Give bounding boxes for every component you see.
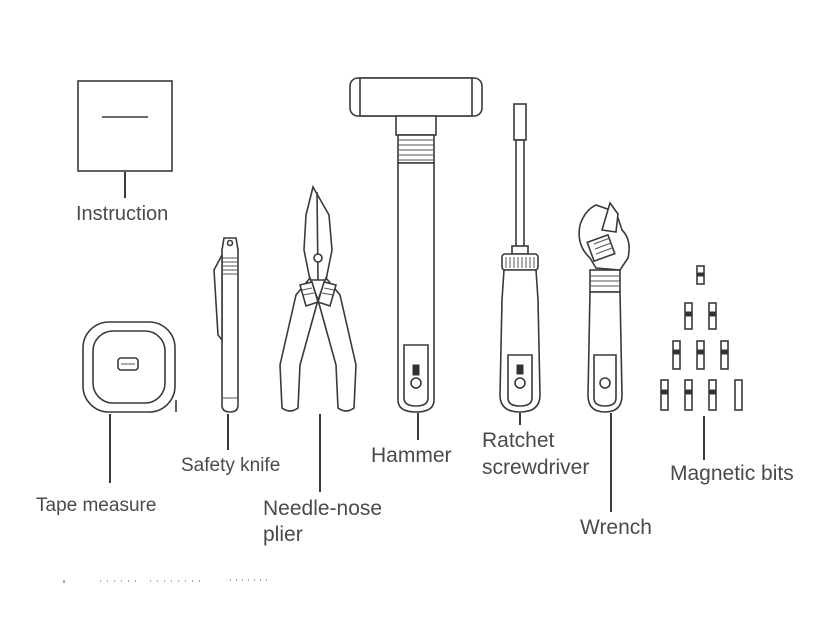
safety-knife-label: Safety knife	[181, 455, 281, 476]
hammer-icon	[349, 77, 483, 413]
wrench-label: Wrench	[580, 516, 652, 539]
tape-measure-label: Tape measure	[36, 495, 157, 516]
safety-knife-icon	[213, 237, 239, 413]
plier-label-line1: Needle-nose	[263, 497, 383, 520]
hammer-label: Hammer	[371, 444, 452, 467]
ratchet-screwdriver-icon	[499, 103, 541, 413]
tape-measure-icon	[82, 321, 177, 413]
instruction-label: Instruction	[76, 203, 169, 225]
instruction-card-icon	[77, 80, 173, 172]
ratchet-label-line1: Ratchet	[482, 429, 555, 452]
wrench-icon	[578, 201, 630, 413]
needle-nose-plier-icon	[279, 184, 357, 412]
ratchet-label-line2: screwdriver	[482, 456, 590, 479]
plier-label-line2: plier	[263, 523, 303, 546]
magnetic-bits-icon	[660, 265, 743, 411]
magnetic-bits-label: Magnetic bits	[670, 462, 794, 485]
bottom-scan-marks	[63, 579, 270, 583]
